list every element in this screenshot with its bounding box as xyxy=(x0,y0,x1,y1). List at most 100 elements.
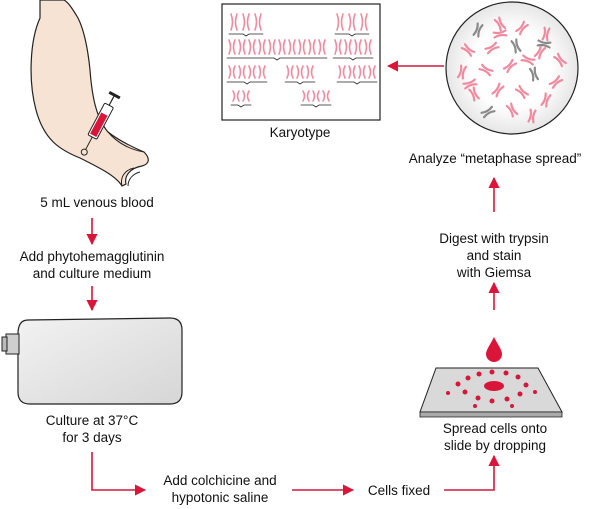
chromosome-mark xyxy=(491,82,505,98)
label-culture-line2: for 3 days xyxy=(62,430,122,445)
chromosome-mark xyxy=(492,29,508,39)
culture-flask xyxy=(1,317,183,405)
chromosome-mark xyxy=(242,90,250,102)
chromosome-mark xyxy=(520,54,536,66)
chromosome-mark xyxy=(460,43,476,57)
chromosome-mark xyxy=(540,92,552,108)
chromosome-mark xyxy=(515,20,529,36)
chromosome-mark xyxy=(358,65,366,79)
chromosome-mark xyxy=(480,105,496,119)
chromosome-mark xyxy=(493,16,507,32)
chromosome-mark xyxy=(318,39,326,55)
arrow-fixed-to-slide xyxy=(444,454,500,491)
karyotype-group-bracket xyxy=(300,104,332,108)
chromosome-mark xyxy=(248,39,256,55)
chromosome-mark xyxy=(230,13,238,31)
chromosome-mark xyxy=(528,66,540,82)
chromosome-mark xyxy=(514,84,530,100)
chromosome-mark xyxy=(306,65,314,79)
chromosome-mark xyxy=(510,38,522,54)
chromosome-mark xyxy=(338,65,346,79)
karyotype-group-bracket xyxy=(230,104,252,108)
chromosome-mark xyxy=(468,86,480,102)
metaphase-spread-dish xyxy=(445,1,579,135)
chromosome-mark xyxy=(462,78,478,90)
chromosome-mark xyxy=(298,39,306,55)
chromosome-mark xyxy=(364,39,372,55)
chromosome-mark xyxy=(228,39,236,55)
chromosome-mark xyxy=(553,52,567,68)
label-digest-line3: with Giemsa xyxy=(456,265,532,280)
arm-illustration xyxy=(30,0,149,187)
karyotype-card xyxy=(221,3,381,121)
karyotype-group-bracket xyxy=(226,57,328,61)
label-colchicine-line2: hypotonic saline xyxy=(171,490,269,505)
karyotype-group-bracket xyxy=(228,33,264,37)
chromosome-mark xyxy=(334,39,342,55)
chromosome-mark xyxy=(527,108,537,124)
chromosome-mark xyxy=(238,65,246,79)
chromosome-mark xyxy=(502,58,518,74)
chromosome-mark xyxy=(541,26,551,42)
label-add-phyto-line2: and culture medium xyxy=(32,266,152,281)
chromosome-mark xyxy=(348,13,356,31)
label-culture-line1: Culture at 37°C xyxy=(45,413,139,428)
chromosome-mark xyxy=(258,65,266,79)
label-digest: Digest with trypsin and stain with Giems… xyxy=(424,230,564,281)
karyotype-group-bracket xyxy=(334,33,370,37)
chromosome-mark xyxy=(344,39,352,55)
chromosome-mark xyxy=(322,90,330,102)
karyotype-group-bracket xyxy=(332,57,374,61)
chromosome-mark xyxy=(302,90,310,102)
flow-arrows xyxy=(86,60,500,496)
label-venous-blood: 5 mL venous blood xyxy=(40,195,154,210)
chromosome-mark xyxy=(472,22,484,38)
chromosome-mark xyxy=(242,13,250,31)
chromosome-mark xyxy=(254,13,262,31)
chromosome-mark xyxy=(258,39,266,55)
chromosome-mark xyxy=(308,39,316,55)
chromosome-mark xyxy=(296,65,304,79)
chromosome-mark xyxy=(348,65,356,79)
chromosome-mark xyxy=(505,102,519,118)
chromosome-mark xyxy=(533,44,547,60)
label-colchicine-line1: Add colchicine and xyxy=(163,473,277,488)
label-analyze: Analyze “metaphase spread” xyxy=(408,151,582,166)
chromosome-mark xyxy=(248,65,256,79)
karyotype-group-bracket xyxy=(226,81,268,85)
arrow-culture-to-colchicine xyxy=(91,452,147,496)
chromosome-mark xyxy=(368,65,376,79)
label-digest-line1: Digest with trypsin xyxy=(439,231,549,246)
label-add-phyto-line1: Add phytohemagglutinin xyxy=(19,249,165,264)
label-add-phytohemagglutinin: Add phytohemagglutinin and culture mediu… xyxy=(4,248,180,282)
chromosome-mark xyxy=(360,13,368,31)
chromosome-mark xyxy=(548,75,564,89)
droplet-icon xyxy=(486,337,502,362)
label-spread-line1: Spread cells onto xyxy=(442,421,548,436)
chromosome-mark xyxy=(456,64,468,80)
karyotype-group-bracket xyxy=(284,81,316,85)
chromosome-mark xyxy=(278,39,286,55)
syringe-icon xyxy=(80,90,121,156)
chromosome-mark xyxy=(238,39,246,55)
chromosome-mark xyxy=(484,41,500,55)
chromosome-mark xyxy=(268,39,276,55)
chromosome-mark xyxy=(336,13,344,31)
label-colchicine: Add colchicine and hypotonic saline xyxy=(150,472,290,506)
slide-with-cells xyxy=(419,337,563,418)
karyotype-group-bracket xyxy=(336,81,378,85)
label-cells-fixed: Cells fixed xyxy=(367,483,431,498)
label-spread-line2: slide by dropping xyxy=(443,438,547,453)
chromosome-mark xyxy=(354,39,362,55)
label-digest-line2: and stain xyxy=(466,248,522,263)
chromosome-mark xyxy=(228,65,236,79)
chromosome-mark xyxy=(286,65,294,79)
chromosome-mark xyxy=(312,90,320,102)
chromosome-mark xyxy=(478,63,494,77)
chromosome-mark xyxy=(536,39,552,49)
label-culture: Culture at 37°C for 3 days xyxy=(22,412,162,446)
chromosome-mark xyxy=(232,90,240,102)
chromosome-mark xyxy=(288,39,296,55)
label-spread-cells: Spread cells onto slide by dropping xyxy=(420,420,570,454)
